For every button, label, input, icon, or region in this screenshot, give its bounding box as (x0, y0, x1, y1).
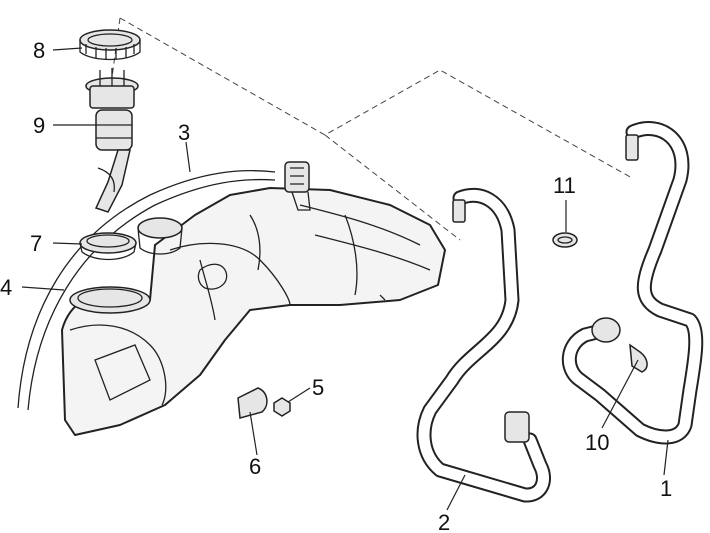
breather-tube-4 (17, 170, 276, 411)
part-label-10: 10 (585, 430, 609, 455)
part-label-8: 8 (33, 38, 45, 63)
sealing-ring-7 (79, 232, 137, 261)
part-label-7: 7 (30, 231, 42, 256)
part-label-11: 11 (553, 173, 576, 198)
bracket-clip-6 (237, 387, 268, 419)
part-label-5: 5 (312, 375, 324, 400)
fuel-pump-9 (85, 68, 139, 213)
part-label-6: 6 (249, 454, 261, 479)
part-label-1: 1 (660, 476, 672, 501)
hose-1 (561, 121, 704, 445)
tank-vent-valve (284, 161, 311, 211)
part-label-9: 9 (33, 113, 45, 138)
nut-5 (273, 397, 291, 417)
part-label-2: 2 (438, 510, 450, 533)
hose-clamp-11 (552, 232, 578, 248)
tank-filler-neck (69, 286, 151, 314)
part-label-4: 4 (0, 275, 12, 300)
part-label-3: 3 (178, 120, 190, 145)
hose-2 (416, 187, 551, 503)
ring-nut-8 (79, 29, 141, 61)
clip-10 (629, 343, 648, 373)
tank-pump-flange (137, 217, 183, 255)
dashed-assembly-line (119, 17, 633, 179)
part-labels: 1 2 3 4 5 6 7 8 9 10 11 (0, 38, 672, 533)
leader-lines (21, 47, 669, 511)
